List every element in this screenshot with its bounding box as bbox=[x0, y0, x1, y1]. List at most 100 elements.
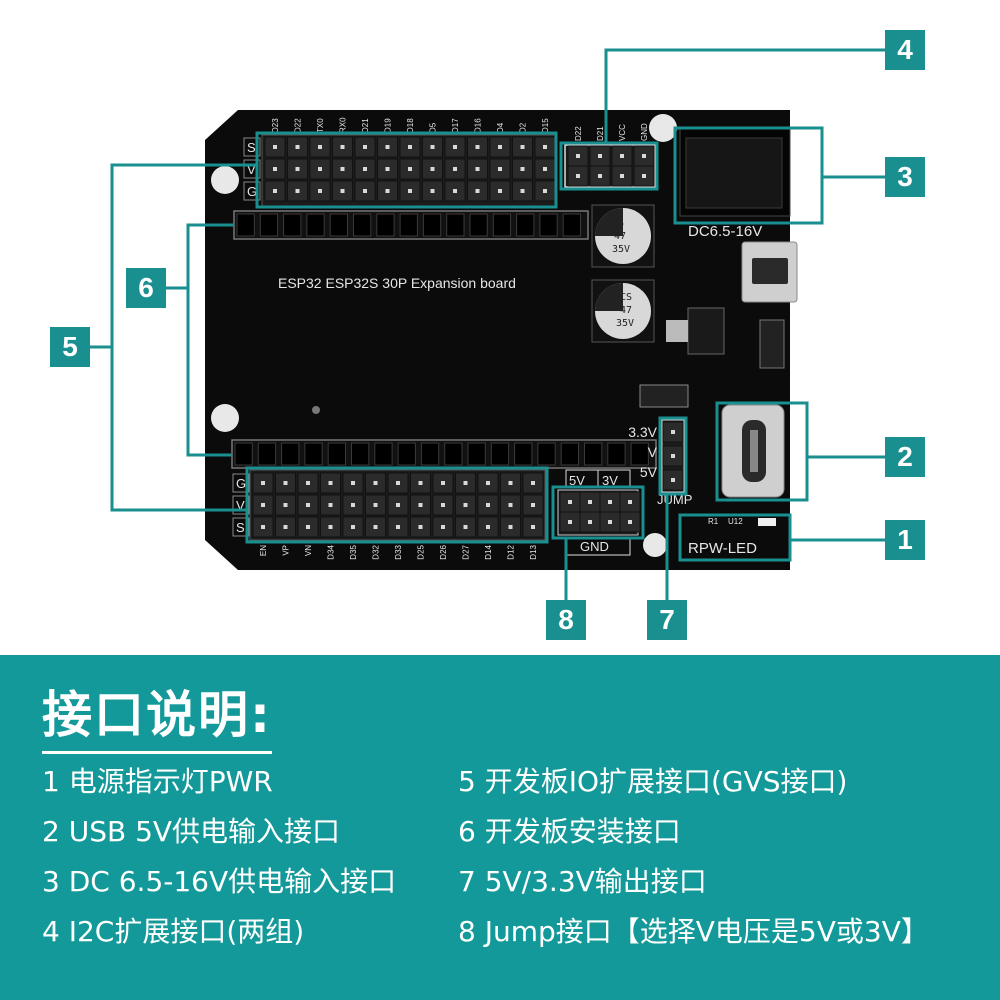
top-pin-label: D2 bbox=[519, 122, 528, 133]
top-pin-label: D18 bbox=[406, 118, 415, 133]
voltage-label: V bbox=[648, 444, 658, 460]
bottom-pin bbox=[306, 503, 310, 507]
top-pin bbox=[498, 167, 502, 171]
top-pin bbox=[295, 189, 300, 193]
female-socket bbox=[469, 213, 488, 237]
top-pin bbox=[385, 189, 390, 193]
bottom-pin bbox=[486, 481, 490, 485]
bottom-pin bbox=[283, 481, 288, 485]
svg-text:35V: 35V bbox=[612, 244, 630, 255]
female-socket bbox=[306, 213, 325, 237]
top-pin bbox=[318, 189, 322, 193]
gnd-label: GND bbox=[580, 539, 609, 554]
capacitor: CS 47 35V bbox=[591, 279, 655, 343]
leader-5 bbox=[110, 163, 257, 512]
bottom-pin-label: D25 bbox=[417, 544, 426, 559]
i2c-pin bbox=[642, 154, 646, 158]
bottom-pin bbox=[328, 503, 333, 507]
top-pin bbox=[475, 145, 480, 149]
bottom-pin-label: VP bbox=[282, 545, 291, 556]
female-socket bbox=[584, 442, 603, 466]
jumper-pin bbox=[588, 520, 592, 524]
bottom-pin-label: D13 bbox=[529, 544, 538, 559]
i2c-pin bbox=[576, 154, 580, 158]
i2c-pin bbox=[642, 174, 646, 178]
top-pin bbox=[408, 145, 412, 149]
bottom-pin bbox=[396, 503, 400, 507]
led-part-u12: U12 bbox=[728, 517, 743, 526]
bottom-pin-label: D34 bbox=[327, 544, 336, 559]
mounting-hole bbox=[211, 166, 239, 194]
female-socket bbox=[467, 442, 486, 466]
voltage-label: 5V bbox=[640, 464, 658, 480]
female-socket bbox=[329, 213, 349, 237]
side-label-box bbox=[232, 473, 250, 493]
top-pin bbox=[520, 189, 525, 193]
top-pin bbox=[430, 189, 435, 193]
top-pin bbox=[385, 145, 390, 149]
voltage-regulator bbox=[687, 307, 725, 355]
bottom-pin bbox=[531, 525, 535, 529]
highlight-box-4 bbox=[559, 141, 659, 191]
voltage-pin bbox=[671, 478, 675, 482]
bottom-pin bbox=[486, 503, 490, 507]
micro-usb-slot bbox=[752, 258, 788, 284]
bottom-pin bbox=[306, 481, 310, 485]
side-label: G bbox=[236, 476, 246, 491]
bottom-pin-label: D27 bbox=[462, 544, 471, 559]
bottom-pin bbox=[441, 481, 445, 485]
led-label: RPW-LED bbox=[688, 540, 757, 557]
female-socket bbox=[539, 213, 558, 237]
bottom-pin-label: D33 bbox=[394, 544, 403, 559]
voltage-pin bbox=[671, 454, 675, 458]
callout-2: 2 bbox=[885, 437, 925, 477]
top-pin bbox=[543, 189, 547, 193]
female-socket bbox=[374, 442, 393, 466]
i2c-pin bbox=[598, 154, 602, 158]
female-socket bbox=[257, 442, 277, 466]
i2c-pin-label: D21 bbox=[596, 126, 605, 141]
top-pin-label: TX0 bbox=[316, 118, 325, 133]
i2c-pin-label: GND bbox=[640, 123, 649, 141]
bottom-pin bbox=[463, 503, 468, 507]
top-pin bbox=[295, 167, 300, 171]
highlight-box-5b bbox=[245, 466, 549, 544]
power-led bbox=[758, 518, 776, 526]
mounting-hole bbox=[643, 533, 667, 557]
desc-item-1: 1 电源指示灯PWR bbox=[42, 765, 273, 798]
top-pin bbox=[453, 167, 457, 171]
top-pin bbox=[295, 145, 300, 149]
i2c-pin bbox=[620, 174, 624, 178]
bottom-pin bbox=[328, 481, 333, 485]
desc-item-7: 7 5V/3.3V输出接口 bbox=[458, 865, 707, 898]
bottom-pin bbox=[463, 481, 468, 485]
voltage-label: 3.3V bbox=[628, 424, 657, 440]
female-socket bbox=[420, 442, 440, 466]
bottom-pin bbox=[351, 525, 355, 529]
callout-7: 7 bbox=[647, 600, 687, 640]
bottom-pin-label: D32 bbox=[372, 544, 381, 559]
top-pin bbox=[340, 189, 345, 193]
top-pin bbox=[363, 189, 367, 193]
desc-item-3: 3 DC 6.5-16V供电输入接口 bbox=[42, 865, 397, 898]
desc-item-4: 4 I2C扩展接口(两组) bbox=[42, 915, 305, 948]
diode bbox=[759, 319, 785, 369]
top-pin bbox=[453, 189, 457, 193]
highlight-box-8 bbox=[551, 485, 645, 540]
panel-title: 接口说明: bbox=[42, 675, 272, 754]
top-pin bbox=[475, 189, 480, 193]
bottom-pin-label: VN bbox=[304, 545, 313, 556]
jumper-label-5v: 5V bbox=[569, 473, 585, 488]
female-socket bbox=[236, 213, 255, 237]
leader-4 bbox=[604, 48, 885, 143]
top-pin bbox=[498, 145, 502, 149]
side-label-box bbox=[243, 181, 261, 201]
bottom-pin bbox=[351, 481, 355, 485]
top-pin-label: D5 bbox=[429, 122, 438, 133]
board-title: ESP32 ESP32S 30P Expansion board bbox=[278, 275, 516, 291]
desc-item-5: 5 开发板IO扩展接口(GVS接口) bbox=[458, 765, 848, 798]
bottom-pin bbox=[418, 481, 423, 485]
side-label: V bbox=[236, 498, 245, 513]
